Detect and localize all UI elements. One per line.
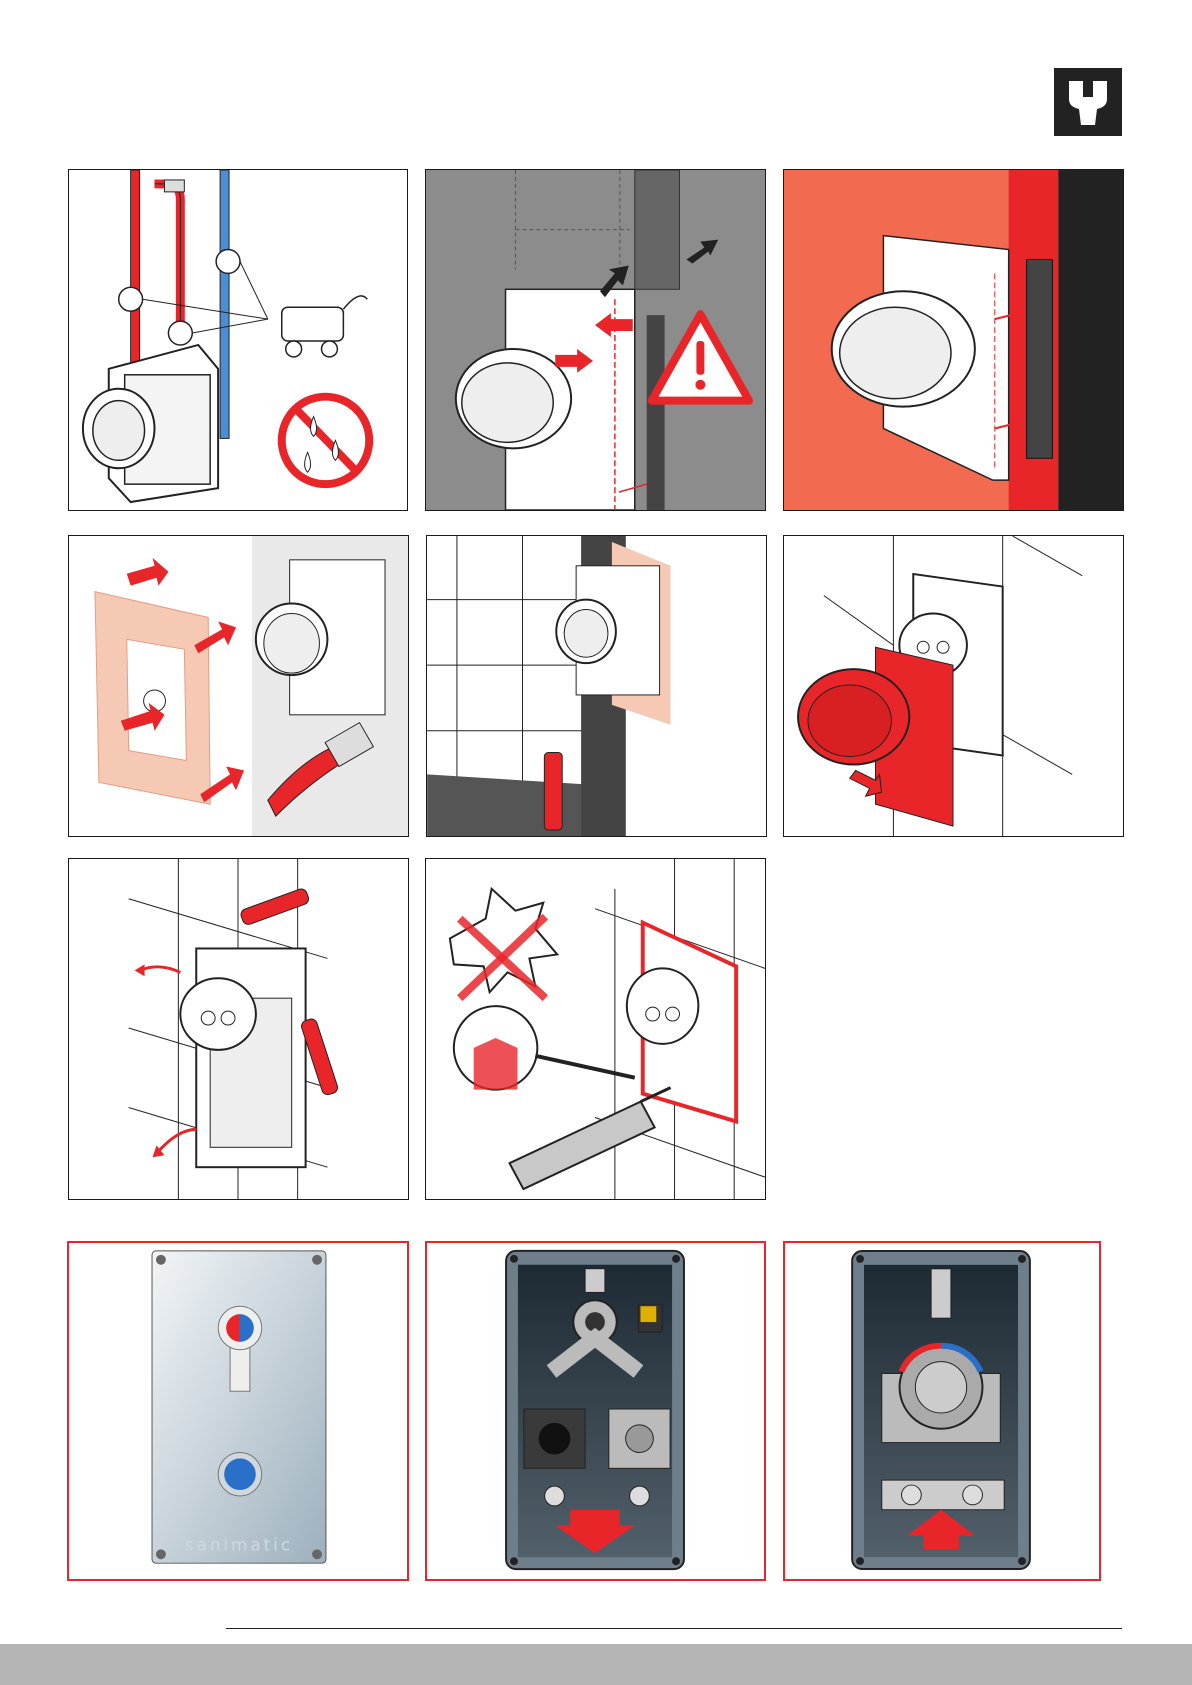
flush-button-icon bbox=[218, 1453, 261, 1496]
solenoid-variant-panel bbox=[425, 1241, 766, 1581]
tiling-icon bbox=[544, 753, 562, 830]
step-2-panel bbox=[425, 169, 766, 511]
step-5-panel bbox=[426, 535, 767, 837]
step-7-panel bbox=[68, 858, 409, 1200]
no-water-icon bbox=[282, 397, 369, 484]
footer-rule bbox=[226, 1628, 1122, 1629]
front-plate-panel: sanimatic bbox=[67, 1241, 409, 1581]
step-3-panel bbox=[783, 169, 1124, 511]
brand-name: sanimatic bbox=[185, 1534, 293, 1554]
step-8-panel bbox=[425, 858, 766, 1200]
thermostatic-variant-panel bbox=[783, 1241, 1101, 1581]
step-6-panel bbox=[783, 535, 1124, 837]
footer-bar bbox=[0, 1644, 1192, 1685]
remove-cover-icon bbox=[798, 647, 953, 826]
silicone-seal-icon bbox=[450, 889, 671, 1189]
wrench-icon bbox=[1054, 68, 1122, 136]
step-4-panel bbox=[68, 535, 409, 837]
step-1-panel bbox=[68, 169, 408, 511]
